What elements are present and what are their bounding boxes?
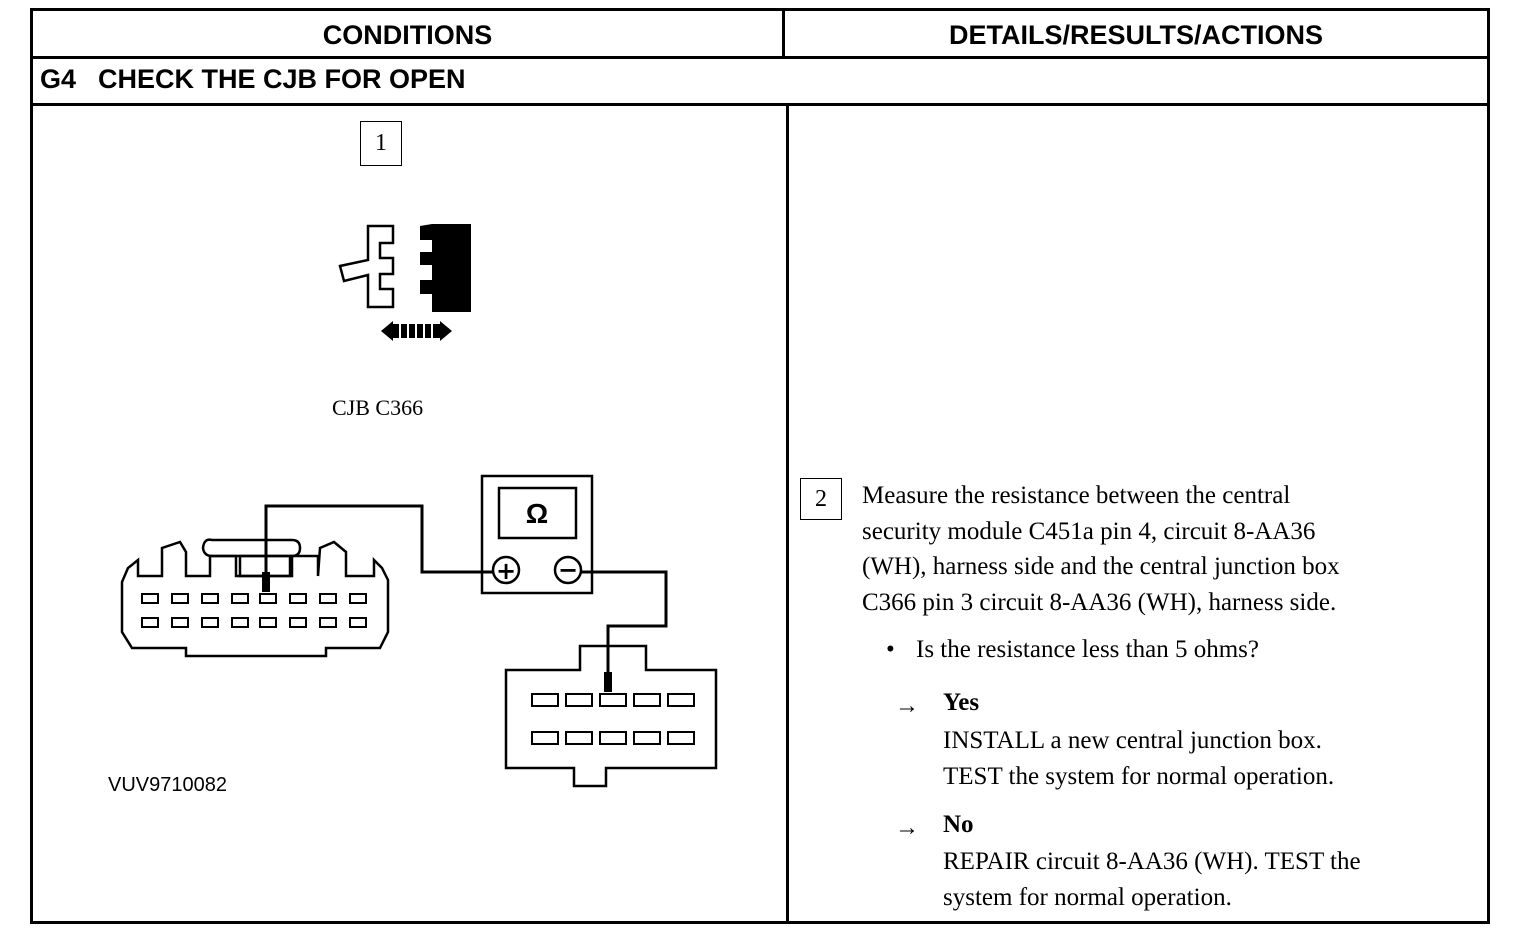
column-divider-body (786, 106, 789, 922)
pin-cavity (289, 617, 307, 628)
pin-cavity (667, 693, 695, 707)
no-arrow-icon: → (895, 815, 919, 841)
cjb-pins (531, 693, 695, 745)
no-label: No (943, 811, 974, 838)
minus-terminal-icon: − (558, 556, 578, 584)
pin-cavity (667, 731, 695, 745)
table-frame (30, 8, 1490, 924)
instruction-line: security module C451a pin 4, circuit 8-A… (862, 517, 1316, 545)
pin-cavity (349, 617, 367, 628)
probe-tips (262, 572, 612, 692)
step-title: G4 CHECK THE CJB FOR OPEN (40, 64, 466, 95)
column-divider (782, 10, 785, 58)
instruction-line: Measure the resistance between the centr… (862, 482, 1291, 509)
pin-cavity (171, 617, 189, 628)
pin-cavity (633, 693, 661, 707)
plus-terminal-icon: + (496, 557, 516, 585)
pin-cavity (231, 617, 249, 628)
disconnect-connector-icon (338, 224, 471, 341)
pin-cavity (633, 731, 661, 745)
yes-arrow-icon: → (895, 693, 919, 719)
pin-cavity (565, 693, 593, 707)
pin-cavity (531, 693, 559, 707)
module-pins (141, 593, 367, 628)
header-rule (31, 56, 1487, 59)
instruction-line: C366 pin 3 circuit 8-AA36 (WH), harness … (862, 588, 1337, 616)
details-header: DETAILS/RESULTS/ACTIONS (948, 19, 1323, 50)
title-rule (31, 103, 1487, 106)
step-1-number-box: 1 (360, 121, 402, 166)
yes-action: INSTALL a new central junction box. TEST… (943, 723, 1334, 794)
no-action-line: system for normal operation. (943, 883, 1232, 911)
module-connector-c451a (120, 538, 390, 658)
instruction-line: (WH), harness side and the central junct… (862, 553, 1340, 580)
ohm-symbol: Ω (526, 498, 548, 529)
pin-cavity (531, 731, 559, 745)
instruction-paragraph: Measure the resistance between the centr… (862, 478, 1462, 620)
pin-cavity (565, 731, 593, 745)
ohmmeter (480, 474, 594, 595)
test-leads (264, 504, 668, 688)
cjb-connector-c366 (504, 644, 718, 788)
step-code: G4 (40, 64, 77, 94)
pin-cavity (289, 593, 307, 604)
step-2-number-box: 2 (800, 478, 842, 520)
pin-cavity (259, 593, 277, 604)
yes-label: Yes (943, 689, 980, 716)
figure-id: VUV9710082 (108, 774, 227, 796)
pin-cavity (319, 617, 337, 628)
yes-action-line: INSTALL a new central junction box. (943, 727, 1322, 754)
step-title-text: CHECK THE CJB FOR OPEN (98, 64, 466, 94)
connector-label: CJB C366 (332, 395, 424, 420)
no-action: REPAIR circuit 8-AA36 (WH). TEST the sys… (943, 844, 1361, 915)
pin-cavity (259, 617, 277, 628)
bullet-icon: • (886, 636, 895, 663)
no-action-line: REPAIR circuit 8-AA36 (WH). TEST the (943, 848, 1361, 875)
pin-cavity (141, 593, 159, 604)
conditions-header: CONDITIONS (322, 19, 493, 50)
pin-cavity (599, 731, 627, 745)
pin-cavity (201, 617, 219, 628)
pin-cavity (171, 593, 189, 604)
pin-cavity (599, 693, 627, 707)
pin-cavity (349, 593, 367, 604)
pin-cavity (319, 593, 337, 604)
pin-cavity (141, 617, 159, 628)
pin-cavity (231, 593, 249, 604)
yes-action-line: TEST the system for normal operation. (943, 762, 1335, 790)
question-text: Is the resistance less than 5 ohms? (916, 636, 1259, 663)
question-item: • Is the resistance less than 5 ohms? (886, 636, 1259, 664)
pin-cavity (201, 593, 219, 604)
